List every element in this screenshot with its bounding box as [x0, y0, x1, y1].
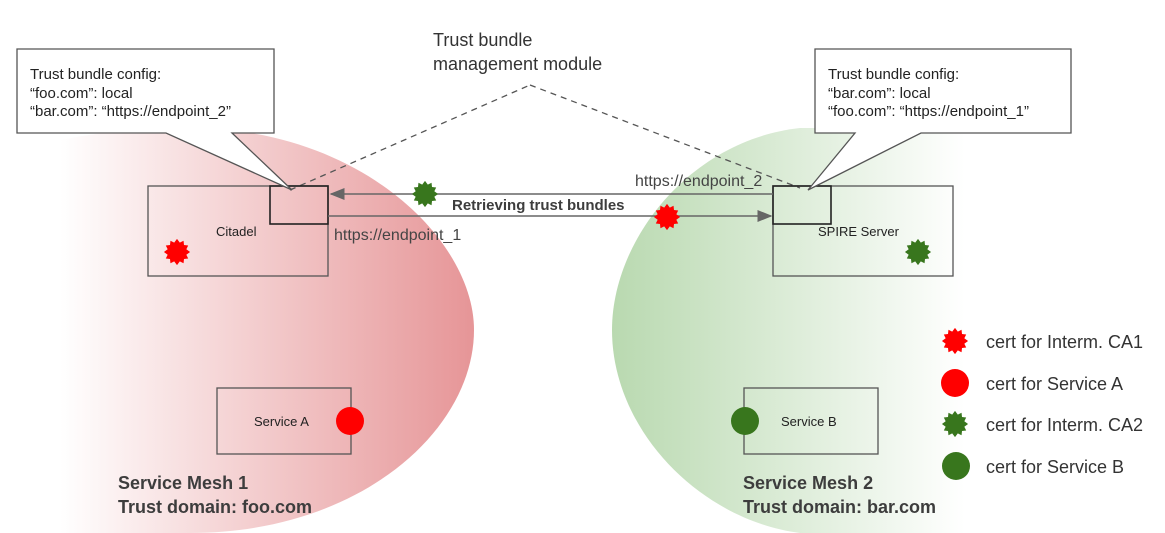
service-a-label: Service A — [254, 414, 309, 429]
right-callout-title: Trust bundle config: — [828, 66, 959, 83]
left-config-callout: Trust bundle config: “foo.com”: local “b… — [16, 48, 293, 191]
circle-green-icon — [942, 452, 970, 480]
flow-label: Retrieving trust bundles — [452, 197, 625, 214]
service-mesh-1-region — [60, 128, 474, 533]
legend: cert for Interm. CA1 cert for Service A … — [941, 327, 1143, 480]
module-label-line1: Trust bundle — [433, 30, 532, 50]
circle-green-icon — [731, 407, 759, 435]
service-b-label: Service B — [781, 414, 837, 429]
legend-label: cert for Interm. CA1 — [986, 332, 1143, 352]
circle-red-icon — [336, 407, 364, 435]
mesh-1-trust-domain: Trust domain: foo.com — [118, 497, 312, 517]
legend-label: cert for Service A — [986, 374, 1123, 394]
service-mesh-2-region — [612, 128, 965, 533]
right-callout-line2: “foo.com”: “https://endpoint_1” — [828, 103, 1029, 120]
endpoint-2-label: https://endpoint_2 — [635, 173, 762, 190]
left-callout-line1: “foo.com”: local — [30, 85, 133, 102]
endpoint-1-label: https://endpoint_1 — [334, 227, 461, 244]
mesh-2-name: Service Mesh 2 — [743, 473, 873, 493]
left-callout-title: Trust bundle config: — [30, 66, 161, 83]
citadel-box[interactable]: Citadel — [147, 185, 329, 277]
right-config-callout: Trust bundle config: “bar.com”: local “f… — [807, 48, 1072, 191]
starburst-green-icon — [411, 180, 439, 208]
circle-red-icon — [941, 369, 969, 397]
legend-label: cert for Service B — [986, 457, 1124, 477]
left-callout-line2: “bar.com”: “https://endpoint_2” — [30, 103, 231, 120]
citadel-label: Citadel — [216, 224, 257, 239]
mesh-2-trust-domain: Trust domain: bar.com — [743, 497, 936, 517]
module-link-right — [529, 84, 801, 189]
spire-server-box[interactable]: SPIRE Server — [772, 185, 954, 277]
spire-trust-module[interactable] — [772, 185, 832, 225]
legend-label: cert for Interm. CA2 — [986, 415, 1143, 435]
spire-server-label: SPIRE Server — [818, 224, 900, 239]
module-label-line2: management module — [433, 54, 602, 74]
mesh-1-name: Service Mesh 1 — [118, 473, 248, 493]
citadel-trust-module[interactable] — [269, 185, 329, 225]
right-callout-line1: “bar.com”: local — [828, 85, 931, 102]
